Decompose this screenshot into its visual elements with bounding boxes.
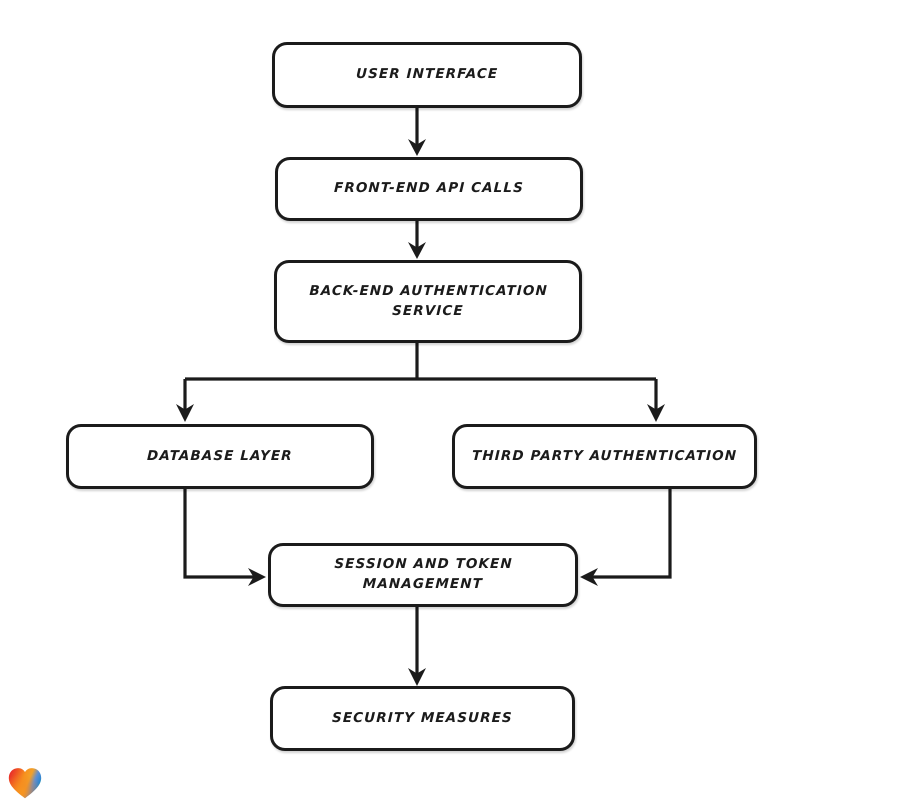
node-label: Back-End Authentication Service [308,282,548,319]
node-session-and-token-management[interactable]: Session and Token Management [268,543,578,607]
node-label: Security Measures [331,709,514,726]
edge-api-to-backend [408,219,426,259]
node-user-interface[interactable]: User Interface [272,42,582,108]
node-label: Third Party Authentication [471,447,738,464]
heart-icon [8,768,42,799]
node-label: Front-End API Calls [333,180,525,197]
node-label: User Interface [355,66,499,83]
edge-backend-branch [176,343,665,422]
edge-ui-to-api [408,106,426,156]
node-database-layer[interactable]: Database Layer [66,424,374,489]
node-security-measures[interactable]: Security Measures [270,686,575,751]
node-third-party-authentication[interactable]: Third Party Authentication [452,424,757,489]
node-back-end-authentication-service[interactable]: Back-End Authentication Service [274,260,582,343]
edge-thirdparty-to-session [580,489,672,586]
edge-database-to-session [183,489,266,586]
edge-session-to-security [408,607,426,686]
node-label: Session and Token Management [333,556,513,592]
node-front-end-api-calls[interactable]: Front-End API Calls [275,157,583,221]
node-label: Database Layer [146,447,294,464]
